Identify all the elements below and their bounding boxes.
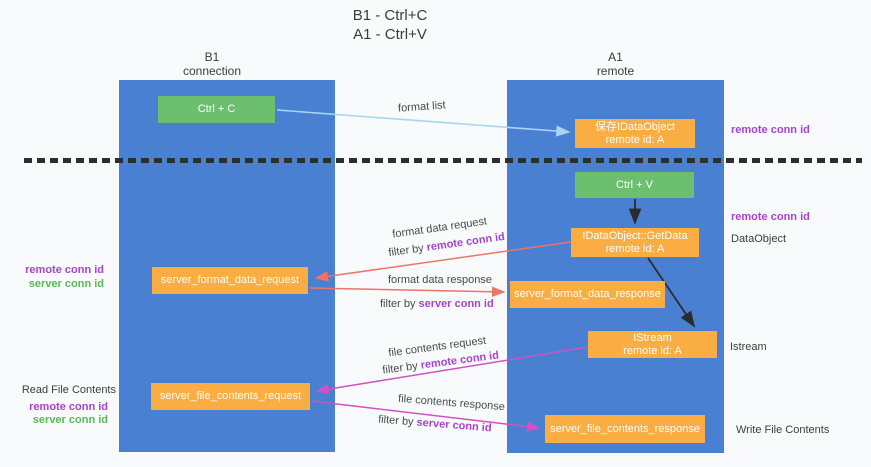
format-response-box: server_format_data_response: [510, 281, 665, 308]
left-remote-conn-id-label-2: remote conn id: [29, 401, 108, 413]
page-title: B1 - Ctrl+C A1 - Ctrl+V: [290, 6, 490, 44]
server-conn-id-text: server conn id: [418, 298, 494, 310]
save-dataobject-line2: remote id: A: [605, 133, 665, 146]
filter-prefix-text: filter by: [377, 413, 418, 429]
column-header-b1-line2: connection: [182, 64, 242, 78]
right-dataobject-label: DataObject: [731, 233, 787, 245]
file-contents-response-edge-label: file contents response: [397, 392, 506, 414]
column-header-a1-line1: A1: [608, 50, 623, 64]
filter-prefix-text: filter by: [387, 241, 428, 260]
file-response-box: server_file_contents_response: [545, 415, 705, 443]
left-remote-conn-id-label-1: remote conn id: [25, 264, 104, 276]
filter-by-server-conn-id-label-2: filter by server conn id: [378, 414, 492, 435]
format-list-edge-label: format list: [397, 99, 447, 115]
getdata-box: IDataObject::GetData remote id: A: [571, 228, 699, 257]
format-response-label: server_format_data_response: [514, 288, 661, 300]
column-header-b1: B1 connection: [104, 50, 320, 78]
format-data-response-edge-label: format data response: [388, 274, 492, 286]
left-server-conn-id-label-2: server conn id: [32, 414, 108, 426]
ctrl-v-box: Ctrl + V: [575, 172, 694, 198]
column-header-a1-line2: remote: [596, 64, 635, 78]
page-title-line2: A1 - Ctrl+V: [353, 26, 427, 43]
istream-box: IStream remote id: A: [588, 331, 717, 358]
ctrl-c-label: Ctrl + C: [197, 103, 236, 115]
istream-line1: IStream: [633, 331, 672, 344]
ctrl-v-label: Ctrl + V: [616, 178, 653, 191]
column-header-a1: A1 remote: [507, 50, 724, 78]
file-request-label: server_file_contents_request: [159, 390, 302, 402]
format-request-label: server_format_data_request: [160, 274, 300, 286]
filter-prefix-text: filter by: [380, 298, 419, 310]
filter-prefix-text: filter by: [381, 359, 422, 377]
file-request-box: server_file_contents_request: [151, 383, 310, 410]
right-remote-conn-id-label-1: remote conn id: [731, 124, 810, 136]
format-data-response-arrow: [309, 286, 506, 298]
right-write-file-contents-label: Write File Contents: [736, 424, 830, 436]
left-server-conn-id-label-1: server conn id: [28, 278, 104, 290]
server-conn-id-text: server conn id: [416, 416, 493, 435]
left-read-file-contents-label: Read File Contents: [21, 384, 116, 396]
getdata-line1: IDataObject::GetData: [582, 229, 688, 242]
page-title-line1: B1 - Ctrl+C: [352, 7, 428, 24]
save-dataobject-box: 保存IDataObject remote id: A: [575, 119, 695, 148]
dashed-separator-line: [24, 158, 862, 163]
filter-by-server-conn-id-label-1: filter by server conn id: [380, 298, 494, 310]
file-response-label: server_file_contents_response: [550, 422, 700, 435]
format-request-box: server_format_data_request: [152, 267, 308, 294]
save-dataobject-line1: 保存IDataObject: [594, 120, 676, 133]
ctrl-c-box: Ctrl + C: [158, 96, 275, 123]
getdata-line2: remote id: A: [605, 242, 665, 255]
right-istream-label: Istream: [730, 341, 767, 353]
istream-line2: remote id: A: [623, 344, 682, 357]
column-header-b1-line1: B1: [204, 50, 220, 64]
right-remote-conn-id-label-2: remote conn id: [731, 211, 810, 223]
